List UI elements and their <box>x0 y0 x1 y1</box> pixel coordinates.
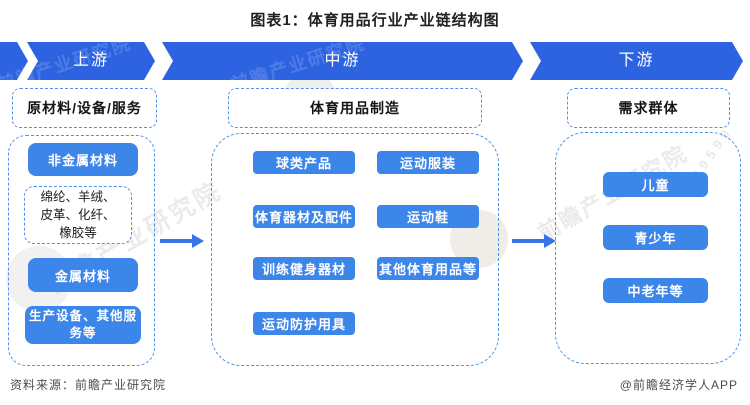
downstream-item-middle-aged: 中老年等 <box>603 278 708 303</box>
midstream-container <box>211 133 499 366</box>
arrow-upstream-to-midstream <box>160 234 204 248</box>
banner-segment-midstream <box>162 42 523 80</box>
downstream-header: 需求群体 <box>567 88 730 128</box>
midstream-item-other-goods: 其他体育用品等 <box>377 257 479 280</box>
midstream-item-balls: 球类产品 <box>253 151 355 174</box>
banner-label-upstream: 上游 <box>72 52 109 69</box>
banner-start-chevron <box>0 42 28 80</box>
downstream-item-teenagers: 青少年 <box>603 225 708 250</box>
banner-segment-upstream <box>27 42 155 80</box>
arrow-head-icon <box>192 234 204 248</box>
banner-arrow-bar <box>0 42 743 80</box>
arrow-shaft <box>160 239 193 243</box>
upstream-header: 原材料/设备/服务 <box>12 88 157 128</box>
midstream-item-equipment-accessories: 体育器材及配件 <box>253 205 355 228</box>
upstream-item-equipment-services: 生产设备、其他服务等 <box>25 306 141 344</box>
arrow-shaft <box>512 239 545 243</box>
midstream-item-sportswear: 运动服装 <box>377 151 479 174</box>
midstream-item-protective-gear: 运动防护用具 <box>253 312 355 335</box>
midstream-item-sport-shoes: 运动鞋 <box>377 205 479 228</box>
credit-note: @前瞻经济学人APP <box>619 378 738 392</box>
arrow-midstream-to-downstream <box>512 234 556 248</box>
arrow-head-icon <box>544 234 556 248</box>
upstream-container <box>8 135 155 366</box>
midstream-item-fitness-equipment: 训练健身器材 <box>253 257 355 280</box>
source-note: 资料来源：前瞻产业研究院 <box>10 378 167 392</box>
banner-segment-downstream <box>530 42 743 80</box>
upstream-item-material-detail: 绵纶、羊绒、皮革、化纤、橡胶等 <box>24 186 132 244</box>
downstream-container <box>555 132 741 364</box>
midstream-header: 体育用品制造 <box>228 88 482 128</box>
banner-label-downstream: 下游 <box>618 52 655 69</box>
upstream-item-nonmetal: 非金属材料 <box>28 143 138 176</box>
upstream-item-metal: 金属材料 <box>28 258 138 292</box>
page-title: 图表1：体育用品行业产业链结构图 <box>250 12 500 29</box>
downstream-item-children: 儿童 <box>603 172 708 197</box>
banner-label-midstream: 中游 <box>324 52 361 69</box>
